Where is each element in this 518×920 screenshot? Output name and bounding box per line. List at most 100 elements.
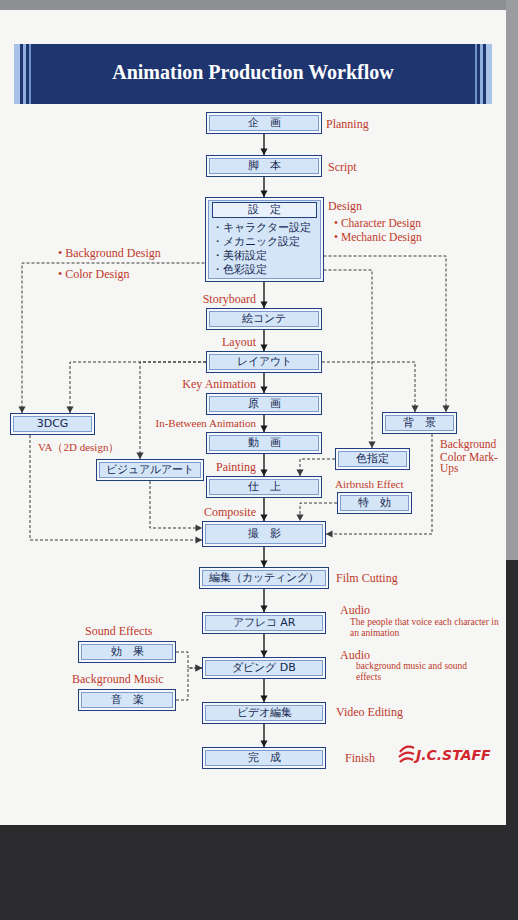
flow-arrow	[324, 256, 450, 412]
annotation-label: Key Animation	[182, 377, 256, 391]
annotation-label: Composite	[204, 505, 256, 519]
annotation-label: • Mechanic Design	[334, 230, 422, 244]
title-band	[14, 44, 492, 104]
connector-line	[150, 481, 202, 528]
box-text: アフレコ AR	[233, 616, 296, 630]
band-stripe	[475, 44, 477, 104]
process-box: 効 果	[78, 641, 176, 663]
process-box: レイアウト	[206, 351, 322, 373]
box-text: 音 楽	[111, 693, 144, 707]
logo-mark	[399, 747, 414, 762]
logo-stroke	[400, 758, 413, 762]
arrow-head	[326, 530, 333, 537]
process-box: 仕 上	[206, 476, 322, 498]
box-text: ・キャラクター設定	[212, 221, 311, 235]
box-heading: 設 定	[212, 202, 317, 218]
box-text: 3DCG	[37, 417, 69, 431]
flow-arrow	[260, 373, 267, 393]
process-box: 音 楽	[78, 689, 176, 711]
logo-stroke	[400, 747, 414, 752]
flow-arrow	[260, 177, 267, 197]
logo-stroke	[399, 753, 414, 757]
process-box: 色指定	[335, 448, 410, 470]
box-text: 撮 影	[248, 527, 281, 541]
flow-arrow	[296, 459, 335, 476]
flow-arrow	[260, 547, 267, 567]
flow-arrow	[260, 679, 267, 702]
connector-line	[300, 459, 335, 476]
annotation-label: Storyboard	[203, 292, 256, 306]
annotation-label: • Color Design	[58, 267, 130, 281]
annotation-label: Background Music	[72, 672, 164, 686]
flow-arrow	[326, 434, 432, 538]
box-text: 完 成	[248, 751, 281, 765]
annotation-label: • Background Design	[58, 246, 161, 260]
process-box: ビジュアルアート	[96, 459, 204, 481]
connector-line	[324, 270, 373, 448]
annotation-label: Planning	[326, 117, 369, 131]
flow-arrow	[260, 498, 267, 521]
box-text: ・メカニック設定	[212, 235, 300, 249]
flow-arrow	[260, 415, 267, 432]
box-text: レイアウト	[237, 355, 292, 369]
process-box: アフレコ AR	[202, 612, 326, 634]
box-text: ビジュアルアート	[106, 463, 194, 477]
connector-line	[30, 435, 202, 540]
band-stripe	[29, 44, 31, 104]
flow-arrow	[296, 503, 337, 521]
annotation-label: Layout	[222, 335, 256, 349]
box-text: 効 果	[111, 645, 144, 659]
process-box: 背 景	[382, 412, 457, 434]
process-box: 特 効	[337, 492, 412, 514]
connector-line	[324, 256, 447, 412]
flow-arrow	[260, 330, 267, 351]
process-box: ダビング DB	[202, 657, 326, 679]
annotation-label: Video Editing	[336, 705, 403, 719]
setting-box: 設 定・キャラクター設定・メカニック設定・美術設定・色彩設定	[205, 197, 324, 282]
connector-line	[326, 434, 432, 534]
seat-fabric	[506, 0, 518, 560]
annotation-label: Background	[440, 437, 496, 451]
box-text: 背 景	[403, 416, 436, 430]
annotation-label: VA（2D design）	[38, 440, 119, 454]
box-text: ダビング DB	[232, 661, 296, 675]
flow-arrow	[260, 634, 267, 657]
flow-arrow	[136, 362, 206, 459]
box-text: ・美術設定	[212, 249, 267, 263]
annotation-label: background music and sound effects	[356, 661, 474, 683]
process-box: 脚 本	[206, 155, 322, 177]
band-stripe	[23, 44, 26, 104]
flow-arrow	[322, 362, 419, 412]
band-stripe	[14, 44, 20, 104]
box-text: 仕 上	[248, 480, 281, 494]
flow-arrow	[260, 134, 267, 155]
annotation-label: Color Mark-Ups	[440, 452, 502, 474]
process-box: 編集（カッティング）	[199, 567, 329, 589]
connector-line	[176, 652, 202, 668]
annotation-label: In-Between Animation	[155, 416, 256, 430]
box-text: ・色彩設定	[212, 263, 267, 277]
flow-arrow	[324, 270, 376, 448]
annotation-label: Script	[328, 160, 357, 174]
flow-arrow	[260, 724, 267, 747]
annotation-label: Film Cutting	[336, 571, 398, 585]
annotation-label: Audio	[340, 603, 370, 617]
process-box: 企 画	[206, 112, 322, 134]
connector-line	[22, 263, 205, 413]
box-text: 編集（カッティング）	[209, 571, 319, 585]
flow-arrow	[18, 263, 204, 413]
flow-arrow	[260, 282, 267, 308]
box-text: 動 画	[248, 436, 281, 450]
connector-line	[140, 362, 206, 459]
connector-line	[176, 668, 202, 700]
box-text: ビデオ編集	[237, 706, 292, 720]
flow-arrow	[176, 652, 202, 672]
annotation-label: Painting	[216, 460, 256, 474]
box-text: 企 画	[248, 116, 281, 130]
flow-arrow	[30, 435, 202, 544]
flow-arrow	[150, 481, 202, 532]
box-text: 原 画	[248, 397, 281, 411]
annotation-label: The people that voice each character in …	[350, 617, 500, 639]
annotation-label: Design	[328, 199, 362, 213]
